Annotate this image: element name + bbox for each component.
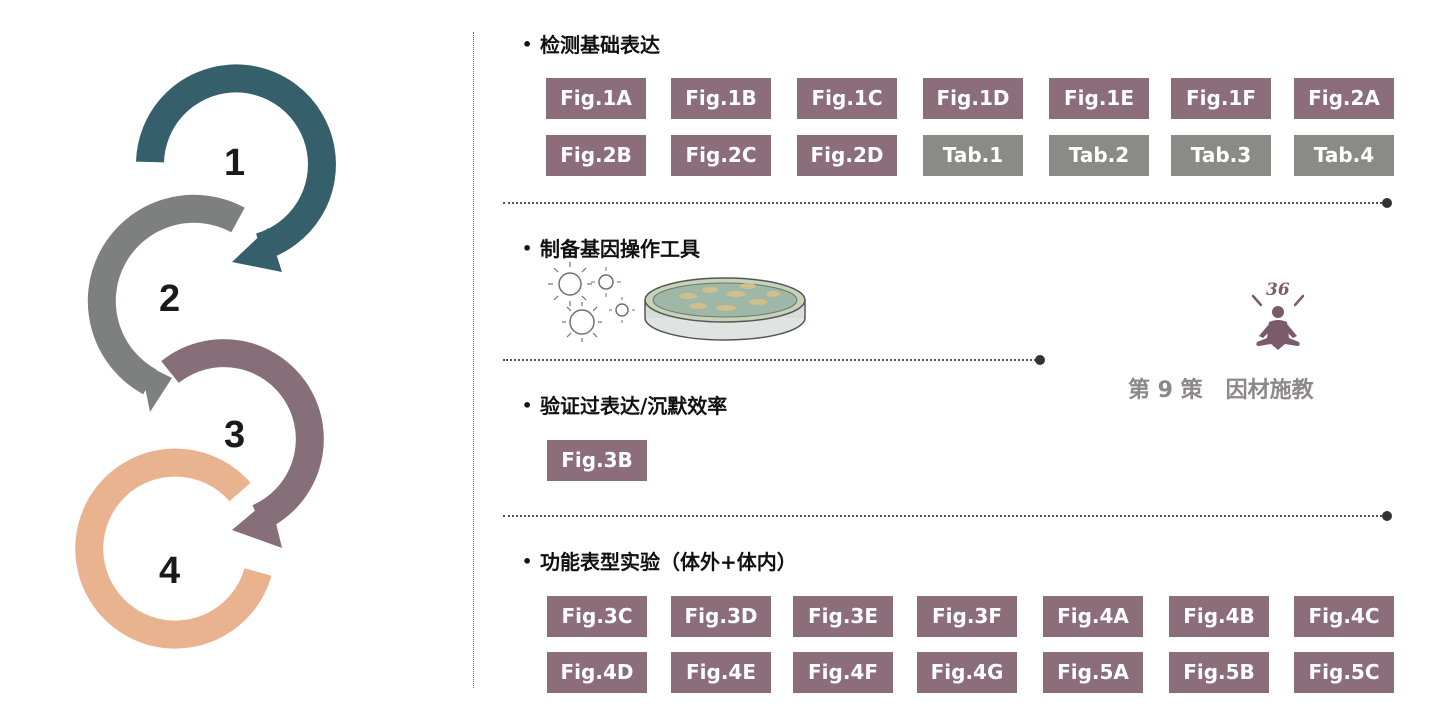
vertical-divider (473, 32, 474, 688)
step-number-3: 3 (224, 414, 246, 456)
figure-tag: Fig.1E (1049, 78, 1149, 119)
figure-tag: Fig.1F (1171, 78, 1271, 119)
figure-tag: Fig.4B (1169, 596, 1269, 637)
figure-tag: Fig.4A (1043, 596, 1143, 637)
figure-tag: Fig.3E (793, 596, 893, 637)
figure-tag: Fig.3D (671, 596, 771, 637)
figure-tag: Fig.1D (923, 78, 1023, 119)
figure-tag: Fig.5B (1169, 652, 1269, 693)
figure-tag: Fig.4F (793, 652, 893, 693)
section-title-2: •制备基因操作工具 (522, 237, 700, 261)
strategy-caption: 第 9 策 因材施教 (1128, 378, 1314, 403)
step-number-2: 2 (159, 278, 181, 320)
figure-tag: Fig.2A (1294, 78, 1394, 119)
figure-tag: Fig.4G (917, 652, 1017, 693)
figure-tag: Fig.1A (546, 78, 646, 119)
figure-tag: Tab.1 (923, 135, 1023, 176)
virus-and-dish-illustration (548, 262, 806, 342)
cycle-arc-3 (161, 339, 324, 548)
figure-tag: Tab.2 (1049, 135, 1149, 176)
section-divider-2 (503, 355, 1045, 365)
step-number-4: 4 (159, 550, 181, 592)
figure-tag: Fig.5A (1043, 652, 1143, 693)
meditation-person-icon (1251, 294, 1305, 350)
figure-tag: Tab.3 (1171, 135, 1271, 176)
cycle-arc-4 (75, 448, 272, 649)
figure-tag: Fig.1B (671, 78, 771, 119)
figure-tag: Fig.2B (546, 135, 646, 176)
step-number-1: 1 (224, 142, 246, 184)
figure-tag: Fig.2D (797, 135, 897, 176)
section-title-3: •验证过表达/沉默效率 (522, 394, 728, 418)
figure-tag: Fig.3C (547, 596, 647, 637)
figure-tag: Fig.3F (917, 596, 1017, 637)
section-divider-1 (503, 198, 1392, 208)
figure-tag: Fig.4D (547, 652, 647, 693)
figure-tag: Fig.1C (797, 78, 897, 119)
figure-tag: Tab.4 (1294, 135, 1394, 176)
cycle-arc-1 (136, 64, 336, 272)
section-title-1: •检测基础表达 (522, 33, 660, 57)
figure-tag: Fig.3B (547, 440, 647, 481)
section-divider-3 (503, 511, 1392, 521)
petri-dish-icon (644, 277, 806, 341)
figure-tag: Fig.4C (1294, 596, 1394, 637)
figure-tag: Fig.2C (671, 135, 771, 176)
virus-icon (548, 262, 635, 342)
figure-tag: Fig.5C (1294, 652, 1394, 693)
cycle-diagram (75, 64, 336, 649)
figure-tag: Fig.4E (671, 652, 771, 693)
cycle-arc-2 (87, 194, 245, 412)
section-title-4: •功能表型实验（体外+体内） (522, 550, 797, 574)
strategy-number-badge: 36 (1266, 280, 1290, 300)
